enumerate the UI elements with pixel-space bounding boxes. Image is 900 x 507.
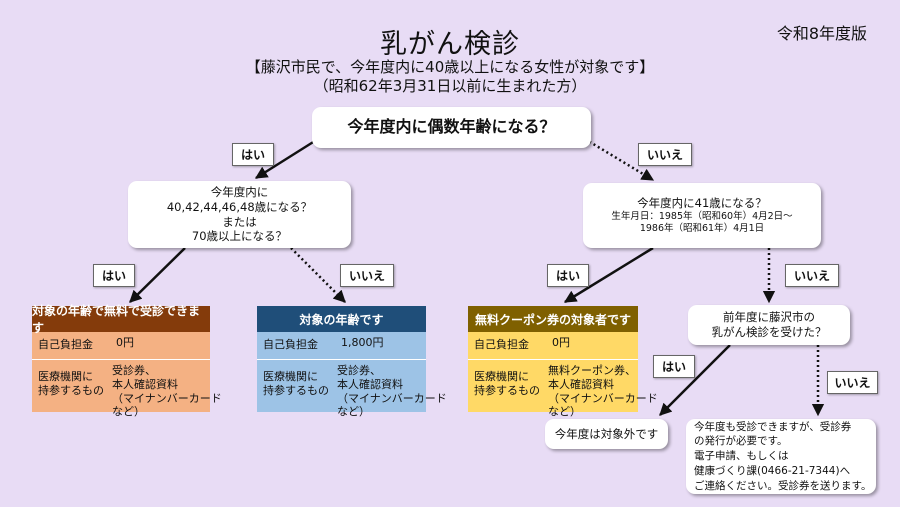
question-previous-year-line1: 前年度に藤沢市の	[723, 310, 815, 325]
bring-line1: 無料クーポン券、	[548, 364, 636, 377]
bring-label-line2: 持参するもの	[474, 384, 540, 398]
question-target-age-line2: 40,42,44,46,48歳になる？	[166, 199, 313, 214]
label-no-root: いいえ	[638, 143, 692, 166]
result-card-free-body: 自己負担金 0円 医療機関に 持参するもの 受診券、 本人確認資料 （マイナンバ…	[32, 332, 222, 418]
cost-label: 自己負担金	[263, 338, 318, 351]
question-age-41-line1: 今年度内に41歳になる？	[637, 195, 767, 210]
cost-label: 自己負担金	[38, 338, 93, 351]
bring-label: 医療機関に 持参するもの	[257, 360, 329, 419]
question-even-age-text: 今年度内に偶数年齢になる？	[347, 117, 556, 137]
label-no-prev: いいえ	[827, 371, 878, 394]
result-card-1800-body: 自己負担金 1,800円 医療機関に 持参するもの 受診券、 本人確認資料 （マ…	[257, 332, 447, 418]
result-apply-voucher: 今年度も受診できますが、受診券 の発行が必要です。 電子申請、もしくは 健康づく…	[686, 419, 876, 494]
question-target-age: 今年度内に 40,42,44,46,48歳になる？ または 70歳以上になる？	[128, 181, 351, 248]
result-apply-line4: 健康づくり課(0466-21-7344)へ	[694, 464, 851, 477]
question-target-age-line1: 今年度内に	[210, 184, 269, 199]
result-not-eligible-text: 今年度は対象外です	[554, 426, 659, 441]
question-age-41: 今年度内に41歳になる？ 生年月日：1985年（昭和60年）4月2日～ 1986…	[583, 183, 821, 248]
arrow-even-no	[290, 247, 346, 303]
result-apply-line5: ご連絡ください。受診券を送ります。	[694, 479, 872, 492]
bring-label-line2: 持参するもの	[38, 384, 104, 398]
bring-line3: （マイナンバーカード	[548, 391, 658, 405]
result-card-coupon-header: 無料クーポン券の対象者です	[468, 306, 638, 332]
bring-label: 医療機関に 持参するもの	[32, 360, 104, 419]
question-even-age: 今年度内に偶数年齢になる？	[312, 107, 591, 148]
bring-value: 無料クーポン券、 本人確認資料 （マイナンバーカード など）	[540, 360, 658, 419]
bring-line4: など）	[112, 405, 145, 419]
label-yes-prev: はい	[653, 355, 695, 378]
label-no-41: いいえ	[785, 264, 839, 287]
result-card-coupon: 無料クーポン券の対象者です 自己負担金 0円 医療機関に 持参するもの 無料クー…	[468, 306, 658, 418]
bring-line3: （マイナンバーカード	[112, 391, 222, 405]
cost-label: 自己負担金	[474, 338, 529, 351]
bring-line2: 本人確認資料	[337, 377, 403, 391]
cost-value: 1,800円	[341, 336, 384, 349]
bring-line3: （マイナンバーカード	[337, 391, 447, 405]
arrow-root-yes	[254, 137, 319, 180]
bring-value: 受診券、 本人確認資料 （マイナンバーカード など）	[329, 360, 447, 419]
result-card-coupon-body: 自己負担金 0円 医療機関に 持参するもの 無料クーポン券、 本人確認資料 （マ…	[468, 332, 658, 418]
bring-line2: 本人確認資料	[112, 377, 178, 391]
arrow-prev-yes	[659, 344, 731, 416]
question-target-age-line3: または	[222, 214, 257, 229]
bring-label: 医療機関に 持参するもの	[468, 360, 540, 419]
bring-label-line2: 持参するもの	[263, 384, 329, 398]
edition-label: 令和8年度版	[776, 24, 867, 43]
page-title: 乳がん検診	[380, 29, 520, 60]
bring-line2: 本人確認資料	[548, 377, 614, 391]
question-age-41-line3: 1986年（昭和61年）4月1日	[639, 222, 765, 234]
eligibility-subtitle: 【藤沢市民で、今年度内に40歳以上になる女性が対象です】	[245, 58, 655, 76]
question-target-age-line4: 70歳以上になる？	[191, 229, 288, 244]
cost-value: 0円	[116, 336, 134, 349]
question-age-41-line2: 生年月日：1985年（昭和60年）4月2日～	[611, 210, 793, 222]
bring-label-line1: 医療機関に	[263, 370, 318, 383]
result-apply-line3: 電子申請、もしくは	[694, 450, 789, 463]
result-card-1800-header: 対象の年齢です	[257, 306, 426, 332]
cost-value: 0円	[552, 336, 570, 349]
bring-line1: 受診券、	[337, 364, 381, 377]
result-apply-line2: の発行が必要です。	[694, 435, 788, 448]
arrow-root-no	[584, 137, 655, 182]
label-yes-root: はい	[232, 143, 274, 166]
result-apply-line1: 今年度も受診できますが、受診券	[694, 420, 852, 433]
question-previous-year: 前年度に藤沢市の 乳がん検診を受けた？	[688, 305, 850, 345]
result-card-free-header: 対象の年齢で無料で受診できます	[32, 304, 210, 335]
bring-line1: 受診券、	[112, 364, 156, 377]
result-card-free: 対象の年齢で無料で受診できます 自己負担金 0円 医療機関に 持参するもの 受診…	[32, 304, 222, 418]
bring-line4: など）	[548, 405, 581, 419]
label-yes-41: はい	[547, 264, 589, 287]
bring-label-line1: 医療機関に	[38, 370, 93, 383]
label-yes-even: はい	[93, 264, 135, 287]
label-no-even: いいえ	[340, 264, 394, 287]
arrow-even-yes	[129, 247, 186, 303]
question-previous-year-line2: 乳がん検診を受けた？	[711, 325, 827, 339]
bring-value: 受診券、 本人確認資料 （マイナンバーカード など）	[104, 360, 222, 419]
bring-line4: など）	[337, 405, 370, 419]
result-not-eligible: 今年度は対象外です	[545, 419, 668, 449]
birthdate-subtitle: （昭和62年3月31日以前に生まれた方）	[313, 77, 587, 95]
arrow-41-yes	[563, 246, 654, 304]
bring-label-line1: 医療機関に	[474, 370, 529, 383]
result-card-1800: 対象の年齢です 自己負担金 1,800円 医療機関に 持参するもの 受診券、 本…	[257, 306, 447, 418]
